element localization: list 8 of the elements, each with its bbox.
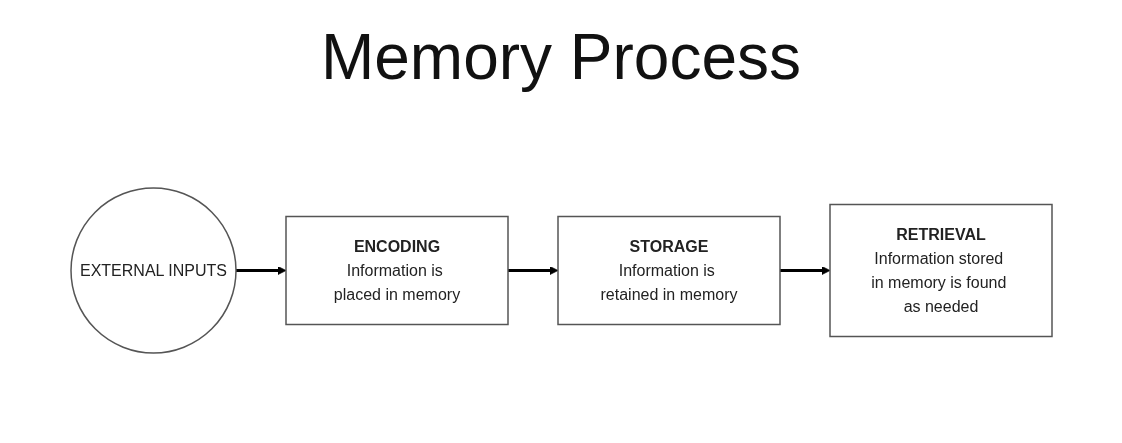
node-box: ENCODING Information is placed in memory — [284, 215, 509, 326]
node-box: STORAGE Information is retained in memory — [556, 215, 781, 326]
arrow — [235, 266, 286, 276]
node-circle: EXTERNAL INPUTS — [69, 187, 237, 354]
node-box: RETRIEVAL Information stored in memory is found as needed — [828, 203, 1053, 338]
diagram-title: Memory Process — [320, 22, 802, 93]
arrow — [507, 266, 558, 276]
arrow — [779, 266, 830, 276]
